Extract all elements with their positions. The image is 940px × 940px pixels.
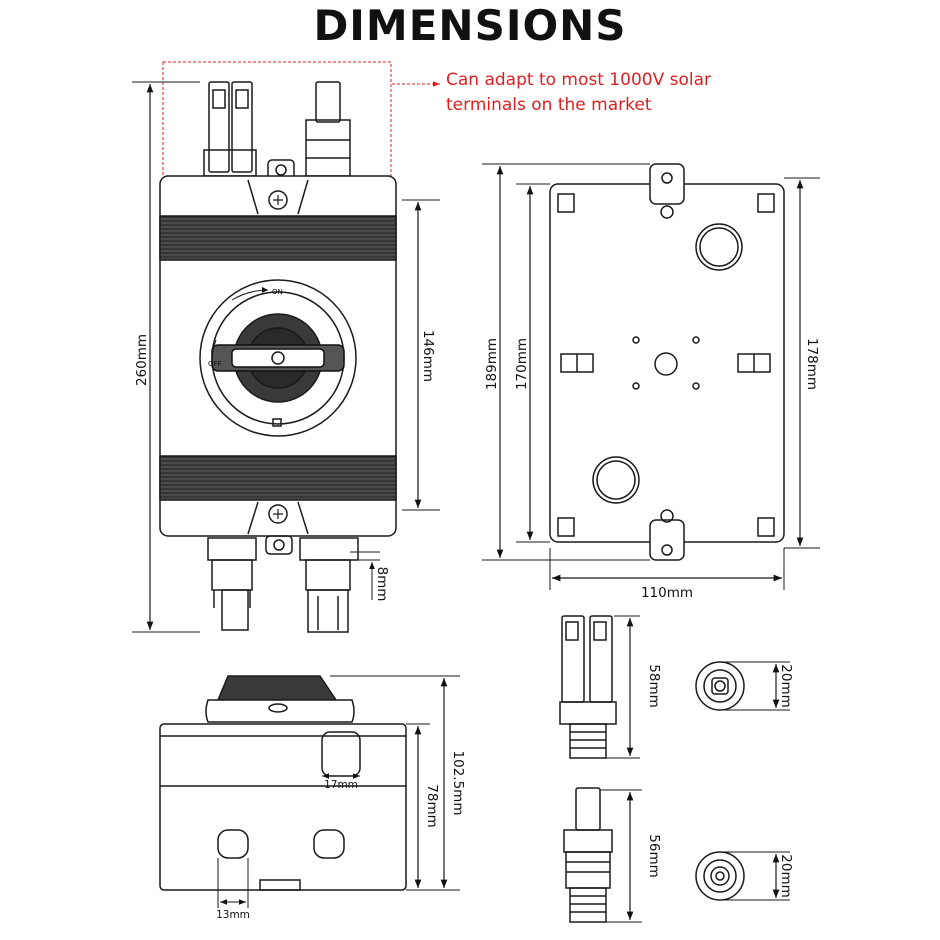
- lock-icon: [272, 418, 282, 427]
- side-switch-cap: [216, 675, 338, 701]
- page-title: DIMENSIONS: [313, 1, 627, 50]
- switch-on-label: ON: [272, 288, 283, 296]
- bottom-mount-lug: [265, 535, 293, 555]
- back-plate: [549, 183, 785, 543]
- dim-label-189: 189mm: [484, 338, 500, 390]
- female-connector-detail: [563, 787, 790, 923]
- male-connector-detail: [559, 615, 790, 759]
- dim-label-13: 13mm: [216, 909, 250, 921]
- bottom-connector-left: [207, 537, 257, 631]
- dim-label-78: 78mm: [424, 784, 440, 827]
- back-hole-bottom: [592, 456, 640, 504]
- dim-label-146: 146mm: [420, 330, 436, 382]
- dim-label-170: 170mm: [514, 338, 530, 390]
- dim-label-8: 8mm: [374, 567, 390, 602]
- dim-label-178: 178mm: [804, 338, 820, 390]
- callout-line-2: terminals on the market: [446, 95, 652, 115]
- top-connector-right: [305, 81, 351, 177]
- switch-off-label: OFF: [208, 360, 222, 368]
- side-body: [159, 723, 407, 891]
- dim-label-110: 110mm: [641, 585, 693, 601]
- side-view: [159, 675, 460, 908]
- front-view: ON OFF: [132, 61, 440, 633]
- back-hole-top: [695, 223, 743, 271]
- back-view: [482, 163, 820, 590]
- dim-label-102-5: 102.5mm: [450, 751, 466, 816]
- callout-line-1: Can adapt to most 1000V solar: [446, 70, 711, 90]
- dim-label-20-male: 20mm: [778, 664, 794, 707]
- dim-label-260: 260mm: [134, 334, 150, 386]
- top-connector-left: [203, 81, 257, 177]
- dim-label-17: 17mm: [324, 779, 358, 791]
- terminal-compatibility-note: Can adapt to most 1000V solar terminals …: [446, 68, 711, 118]
- bottom-connector-right: [299, 537, 359, 633]
- dim-label-58: 58mm: [646, 664, 662, 707]
- dim-label-56: 56mm: [646, 834, 662, 877]
- bottom-rib-band: [159, 455, 397, 501]
- rotary-switch: [199, 279, 357, 437]
- top-rib-band: [159, 215, 397, 261]
- dim-label-20-female: 20mm: [778, 854, 794, 897]
